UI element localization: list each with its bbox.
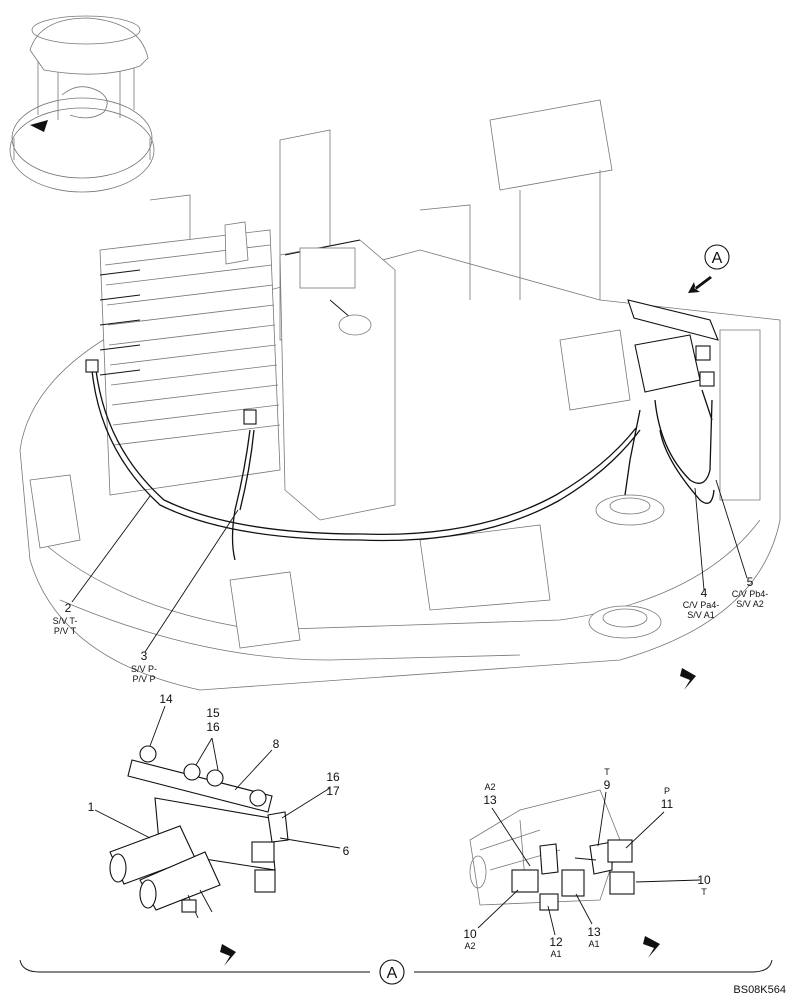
svg-text:T: T — [701, 887, 707, 897]
svg-text:10: 10 — [697, 873, 711, 887]
hose-routing — [85, 359, 715, 561]
detail-valve-right: A2 13 T 9 P 11 10 A2 12 A1 13 A1 10 T — [463, 767, 711, 959]
svg-text:A2: A2 — [484, 782, 495, 792]
detail-valve-left: 14 15 16 8 16 17 6 1 — [88, 692, 350, 966]
svg-text:C/V Pb4-: C/V Pb4- — [732, 589, 769, 599]
svg-text:13: 13 — [587, 925, 601, 939]
svg-text:T: T — [604, 767, 610, 777]
svg-text:A1: A1 — [588, 939, 599, 949]
svg-text:12: 12 — [549, 935, 563, 949]
callout-13-a2: A2 13 — [483, 782, 497, 807]
callout-13-a1: 13 A1 — [587, 925, 601, 949]
callout-7: 8 — [273, 737, 280, 751]
svg-text:S/V A1: S/V A1 — [687, 610, 715, 620]
machine-locator-thumbnail — [9, 15, 155, 193]
svg-text:2: 2 — [65, 601, 72, 615]
svg-text:13: 13 — [483, 793, 497, 807]
svg-text:P: P — [664, 786, 670, 796]
svg-text:P/V P: P/V P — [132, 674, 155, 684]
control-valve-spools — [99, 244, 281, 446]
callout-17: 17 — [326, 784, 340, 798]
callout-8: 14 — [159, 692, 173, 706]
svg-text:C/V Pa4-: C/V Pa4- — [683, 600, 720, 610]
view-a-brace: A — [19, 959, 773, 985]
svg-text:A1: A1 — [550, 949, 561, 959]
callout-12-a1: 12 A1 — [549, 935, 563, 959]
svg-text:10: 10 — [463, 927, 477, 941]
solenoid-valve-assembly — [559, 299, 719, 421]
callout-14: 15 — [206, 706, 220, 720]
callout-4: 3 S/V P- P/V P — [131, 649, 157, 684]
svg-text:4: 4 — [701, 586, 708, 600]
callout-15: 16 — [206, 720, 220, 734]
view-a-marker: A — [712, 250, 723, 267]
svg-text:9: 9 — [604, 778, 611, 792]
callout-1: 1 — [88, 800, 95, 814]
drawing-reference: BS08K564 — [733, 984, 786, 996]
callout-6: 6 — [343, 844, 350, 858]
main-callouts: 2 S/V T- P/V T 3 S/V P- P/V P 4 C/V Pa4-… — [53, 479, 769, 684]
svg-text:S/V A2: S/V A2 — [736, 599, 764, 609]
svg-text:3: 3 — [141, 649, 148, 663]
callout-3: 4 C/V Pa4- S/V A1 — [683, 586, 720, 620]
callout-16: 16 — [326, 770, 340, 784]
svg-text:S/V T-: S/V T- — [53, 616, 78, 626]
svg-text:P/V T: P/V T — [54, 626, 77, 636]
callout-10-t: 10 T — [697, 873, 711, 897]
main-assembly-view: A — [19, 99, 781, 691]
callout-11-p: P 11 — [661, 786, 674, 811]
callout-2: 5 C/V Pb4- S/V A2 — [732, 575, 769, 609]
callout-9-t: T 9 — [604, 767, 611, 792]
svg-text:11: 11 — [661, 797, 674, 811]
callout-10-a2: 10 A2 — [463, 927, 477, 951]
svg-text:5: 5 — [747, 575, 754, 589]
svg-text:S/V P-: S/V P- — [131, 664, 157, 674]
svg-text:A2: A2 — [464, 941, 475, 951]
callout-5: 2 S/V T- P/V T — [53, 601, 78, 636]
view-a-label: A — [387, 965, 398, 982]
